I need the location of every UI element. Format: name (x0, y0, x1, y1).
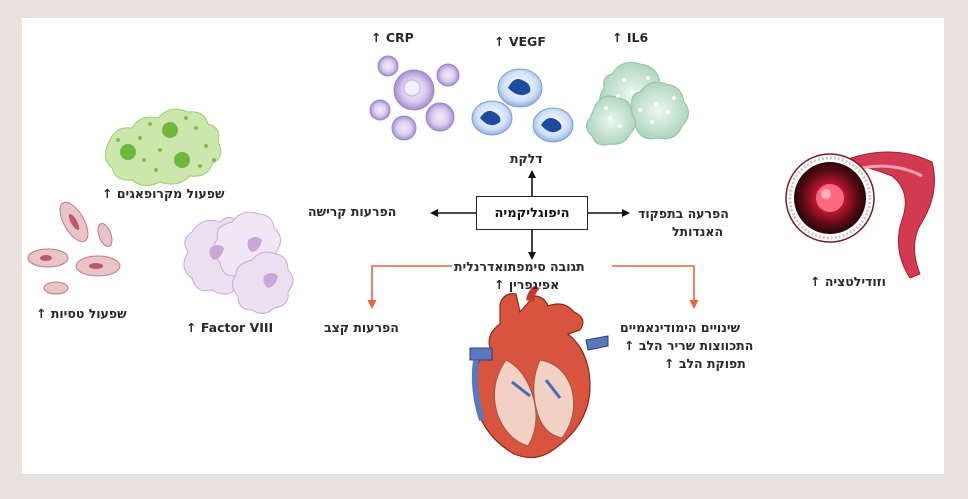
macrophage-label: שפעול מקרופאגים (116, 186, 225, 201)
up-arrow-icon: ↑ (494, 277, 505, 292)
factor-viii-marker: ↑ Factor VIII (186, 320, 273, 336)
il6-marker: ↑ IL6 (612, 30, 648, 46)
myocardial-contraction-marker: ↑ התכווצות שריר הלב (624, 338, 753, 354)
crp-cells-illustration (369, 55, 460, 141)
vegf-marker: ↑ VEGF (494, 34, 546, 50)
vessel-illustration (785, 151, 935, 279)
platelet-illustration (27, 201, 121, 295)
up-arrow-icon: ↑ (371, 30, 382, 45)
vasodilation-label: וזודילטציה (824, 274, 886, 289)
platelet-marker: ↑ שפעול טסיות (36, 306, 127, 322)
crp-label: CRP (385, 30, 414, 45)
up-arrow-icon: ↑ (186, 320, 197, 335)
arrhythmias-label: הפרעות קצב (324, 320, 399, 335)
macrophage-illustration (105, 108, 222, 186)
il6-label: IL6 (626, 30, 649, 45)
up-arrow-icon: ↑ (36, 306, 47, 321)
cardiac-output-marker: ↑ תפוקת הלב (664, 356, 746, 372)
inflammation-label: דלקת (510, 151, 543, 166)
up-arrow-icon: ↑ (612, 30, 623, 45)
vegf-label: VEGF (508, 34, 546, 49)
hypoglycemia-box: היפוגליקמיה (476, 196, 588, 230)
endothelial-line2: האנדותל (672, 224, 724, 239)
orange-arrow-hemodynamic (612, 265, 699, 309)
cardiac-output-label: תפוקת הלב (678, 356, 746, 371)
macrophage-marker: ↑ שפעול מקרופאגים (102, 186, 224, 202)
endothelial-line1: הפרעה בתפקוד (638, 206, 729, 221)
platelet-label: שפעול טסיות (50, 306, 127, 321)
epinephrine-marker: ↑ אפינפרין (494, 277, 559, 293)
orange-arrow-arrhythmia (367, 265, 452, 309)
epinephrine-label: אפינפרין (508, 277, 560, 292)
clotting-disorders-label: הפרעות קרישה (308, 204, 397, 219)
heart-illustration (469, 286, 609, 459)
hemodynamic-label: שינויים הימודינאמיים (620, 320, 741, 335)
factor-viii-illustration (183, 211, 294, 314)
crp-marker: ↑ CRP (371, 30, 414, 46)
myocardial-contraction-label: התכווצות שריר הלב (638, 338, 754, 353)
up-arrow-icon: ↑ (102, 186, 113, 201)
factor-viii-label: Factor VIII (200, 320, 274, 335)
up-arrow-icon: ↑ (664, 356, 675, 371)
sympathoadrenal-label: תגובה סימפתואדרנלית (454, 259, 585, 274)
vegf-cells-illustration (471, 68, 574, 143)
il6-cells-illustration (586, 61, 689, 146)
up-arrow-icon: ↑ (494, 34, 505, 49)
up-arrow-icon: ↑ (624, 338, 635, 353)
up-arrow-icon: ↑ (810, 274, 821, 289)
vasodilation-marker: ↑ וזודילטציה (810, 274, 886, 290)
